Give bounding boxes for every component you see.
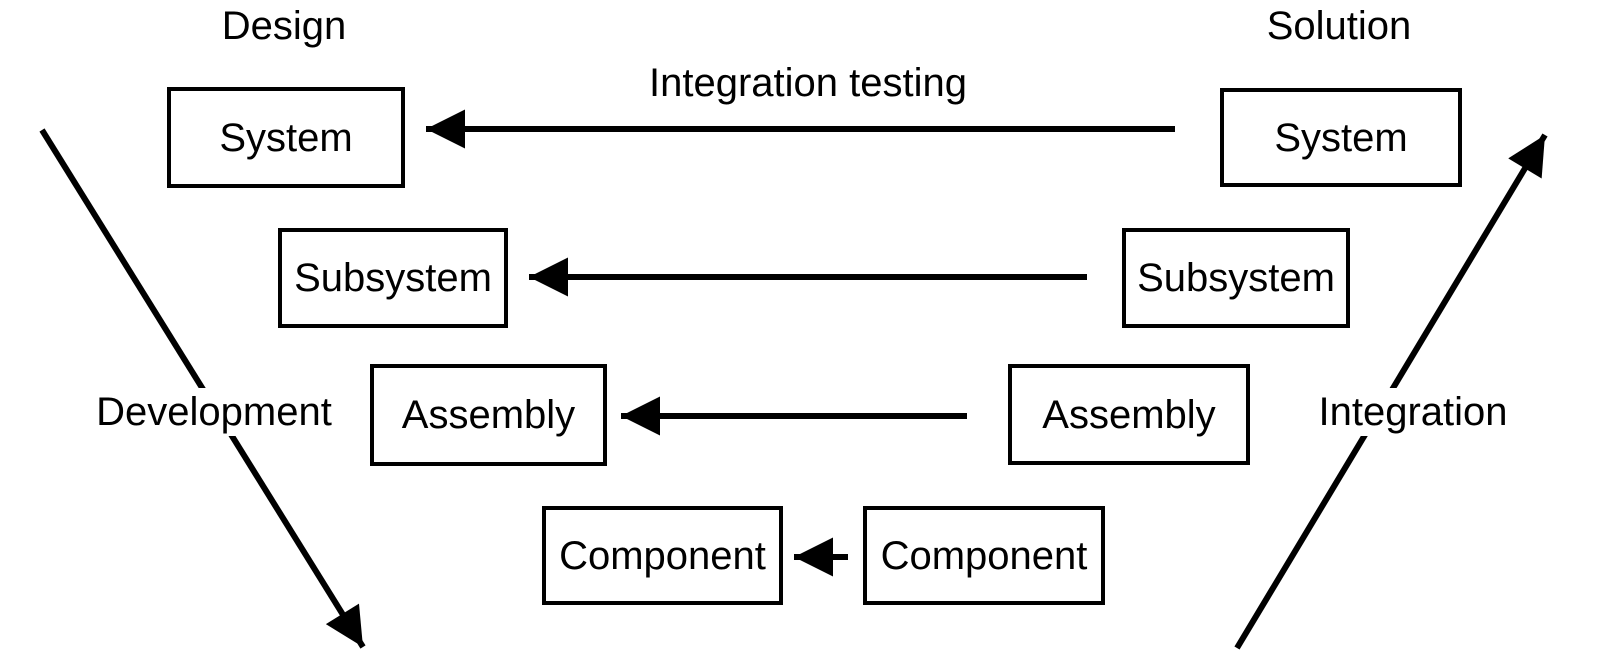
integration-label: Integration [1312,388,1514,436]
development-label: Development [90,388,338,436]
integration-testing-label: Integration testing [649,61,967,105]
solution-subsystem-label: Subsystem [1137,256,1335,300]
solution-component-box: Component [863,506,1105,605]
design-component-box: Component [542,506,783,605]
solution-assembly-box: Assembly [1008,364,1250,465]
solution-column-title: Solution [1266,4,1412,48]
design-component-label: Component [559,533,766,578]
design-system-box: System [167,87,405,188]
design-subsystem-box: Subsystem [278,228,508,328]
solution-system-label: System [1274,115,1408,160]
design-assembly-box: Assembly [370,364,607,466]
design-column-title: Design [221,4,347,48]
design-subsystem-label: Subsystem [294,256,492,300]
solution-subsystem-box: Subsystem [1122,228,1350,328]
solution-system-box: System [1220,88,1462,187]
design-system-label: System [219,115,353,160]
design-assembly-label: Assembly [401,393,576,437]
solution-component-label: Component [880,533,1088,578]
solution-assembly-label: Assembly [1042,392,1216,437]
